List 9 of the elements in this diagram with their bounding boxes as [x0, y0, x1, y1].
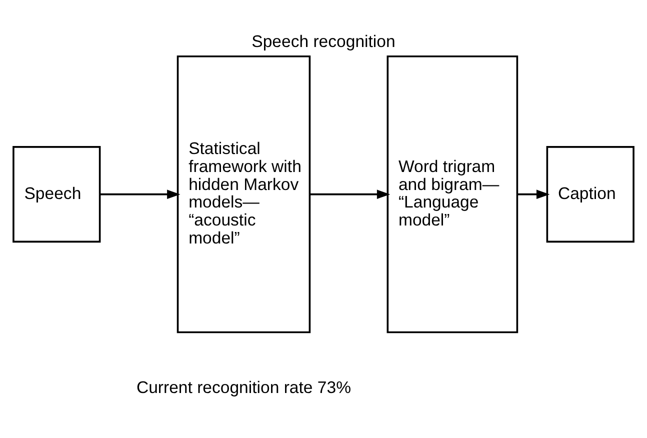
- node-box: Word trigram and bigram— “Language model”: [386, 54, 518, 333]
- node-box: Statistical framework with hidden Markov models— “acoustic model”: [176, 54, 311, 333]
- node-box: Speech: [12, 146, 101, 242]
- arrow: [310, 189, 390, 198]
- node-box: Caption: [546, 146, 634, 242]
- arrow: [517, 189, 550, 198]
- arrow: [100, 189, 180, 198]
- diagram-title: Speech recognition: [252, 32, 396, 51]
- caption: Current recognition rate 73%: [136, 378, 352, 397]
